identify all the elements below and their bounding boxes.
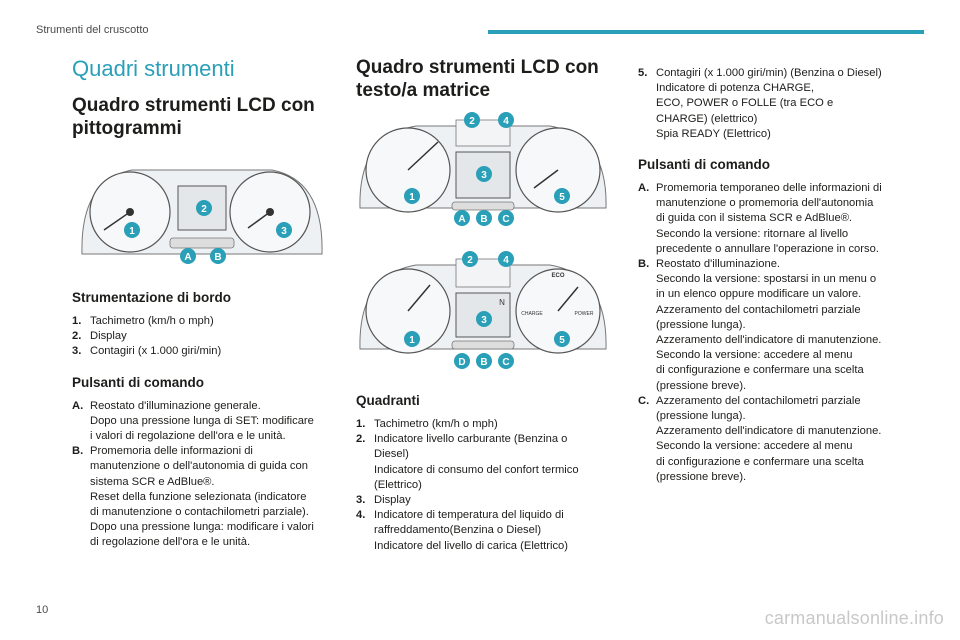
figure-lcd-electric: ECO CHARGE POWER N 2 4 3 1 5 D B C [356, 249, 610, 378]
callout-3: 3 [476, 311, 492, 327]
list-strumentazione: 1.Tachimetro (km/h o mph) 2.Display 3.Co… [72, 314, 332, 360]
svg-text:D: D [458, 357, 465, 368]
list-item: C. Azzeramento del contachilometri parzi… [638, 394, 882, 483]
section-title-lcd-matrix: Quadro strumenti LCD con testo/a matrice [356, 57, 599, 101]
callout-a: A [180, 248, 196, 264]
callout-b: B [476, 353, 492, 369]
callout-2: 2 [462, 251, 478, 267]
callout-c: C [498, 210, 514, 226]
column-middle: Quadro strumenti LCD con testo/a matrice… [356, 56, 610, 554]
electric-cluster-illustration: ECO CHARGE POWER N 2 4 3 1 5 D B C [359, 251, 607, 369]
list-pulsanti-right: A. Promemoria temporaneo delle informazi… [638, 181, 910, 485]
svg-text:2: 2 [469, 116, 475, 127]
svg-text:B: B [480, 214, 487, 225]
callout-2: 2 [464, 112, 480, 128]
svg-text:3: 3 [281, 226, 287, 237]
svg-text:1: 1 [409, 335, 415, 346]
subsection-title-pulsanti-right: Pulsanti di comando [638, 157, 771, 173]
figure-lcd-matrix: 2 4 3 1 5 A B C [356, 112, 610, 235]
svg-text:3: 3 [481, 315, 487, 326]
subsection-title-quadranti: Quadranti [356, 393, 420, 408]
callout-5: 5 [554, 331, 570, 347]
list-item: 1.Tachimetro (km/h o mph) [72, 315, 214, 327]
list-item: 5. Contagiri (x 1.000 giri/min) (Benzina… [638, 67, 882, 140]
list-item: 3. Display [356, 494, 411, 507]
subsection-title-pulsanti: Pulsanti di comando [72, 374, 205, 390]
svg-text:5: 5 [559, 192, 565, 203]
svg-text:4: 4 [503, 255, 509, 266]
svg-text:1: 1 [129, 226, 135, 237]
gear-indicator: N [499, 298, 505, 307]
svg-text:3: 3 [481, 170, 487, 181]
svg-text:B: B [480, 357, 487, 368]
list-item: 2.Display [72, 330, 127, 343]
svg-text:5: 5 [559, 335, 565, 346]
list-item: 4. Indicatore di temperatura del liquido… [356, 509, 568, 552]
page-number: 10 [36, 604, 49, 616]
list-item: A. Reostato d'illuminazione generale. Do… [72, 399, 314, 443]
svg-text:B: B [214, 252, 221, 263]
callout-3: 3 [276, 222, 292, 238]
list-pulsanti-left: A. Reostato d'illuminazione generale. Do… [72, 399, 332, 551]
svg-text:A: A [458, 214, 465, 225]
callout-d: C [498, 353, 514, 369]
list-quadranti: 1. Tachimetro (km/h o mph) 2. Indicatore… [356, 417, 610, 554]
svg-text:C: C [502, 357, 509, 368]
list-item: 1. Tachimetro (km/h o mph) [356, 418, 498, 430]
list-quadranti-continued: 5. Contagiri (x 1.000 giri/min) (Benzina… [638, 66, 910, 142]
subsection-title-strumentazione: Strumentazione di bordo [72, 290, 232, 305]
list-item: 2. Indicatore livello carburante (Benzin… [356, 433, 579, 491]
column-right: 5. Contagiri (x 1.000 giri/min) (Benzina… [638, 56, 910, 485]
watermark: carmanualsonline.info [764, 608, 944, 628]
callout-c: D [454, 353, 470, 369]
svg-text:2: 2 [467, 255, 473, 266]
callout-a: A [454, 210, 470, 226]
list-item: B. Promemoria delle informazioni di manu… [72, 445, 314, 549]
power-label: POWER [575, 311, 594, 317]
list-item: B. Reostato d'illuminazione. Secondo la … [638, 258, 882, 392]
callout-b: B [210, 248, 226, 264]
figure-lcd-pictograms: 1 2 3 A B [72, 150, 332, 275]
svg-text:A: A [184, 252, 191, 263]
callout-4: 4 [498, 112, 514, 128]
callout-5: 5 [554, 188, 570, 204]
eco-label: ECO [551, 273, 564, 279]
charge-label: CHARGE [521, 311, 543, 317]
instrument-cluster-illustration: 1 2 3 A B [81, 169, 323, 264]
matrix-cluster-illustration: 2 4 3 1 5 A B C [359, 112, 607, 226]
running-header: Strumenti del cruscotto [36, 24, 149, 36]
svg-text:4: 4 [503, 116, 509, 127]
callout-2: 2 [196, 200, 212, 216]
column-left: Quadri strumenti Quadro strumenti LCD co… [72, 56, 332, 551]
callout-3: 3 [476, 166, 492, 182]
callout-1: 1 [404, 188, 420, 204]
control-buttons [169, 237, 235, 249]
svg-text:1: 1 [409, 192, 415, 203]
section-title-lcd-pictograms: Quadro strumenti LCD con pittogrammi [72, 95, 315, 139]
list-item: 3.Contagiri (x 1.000 giri/min) [72, 345, 222, 358]
callout-b: B [476, 210, 492, 226]
header-accent-bar [488, 30, 924, 34]
svg-text:2: 2 [201, 204, 207, 215]
page-title: Quadri strumenti [72, 56, 235, 81]
callout-1: 1 [404, 331, 420, 347]
list-item: A. Promemoria temporaneo delle informazi… [638, 182, 882, 255]
svg-text:C: C [502, 214, 509, 225]
callout-1: 1 [124, 222, 140, 238]
callout-4: 4 [498, 251, 514, 267]
